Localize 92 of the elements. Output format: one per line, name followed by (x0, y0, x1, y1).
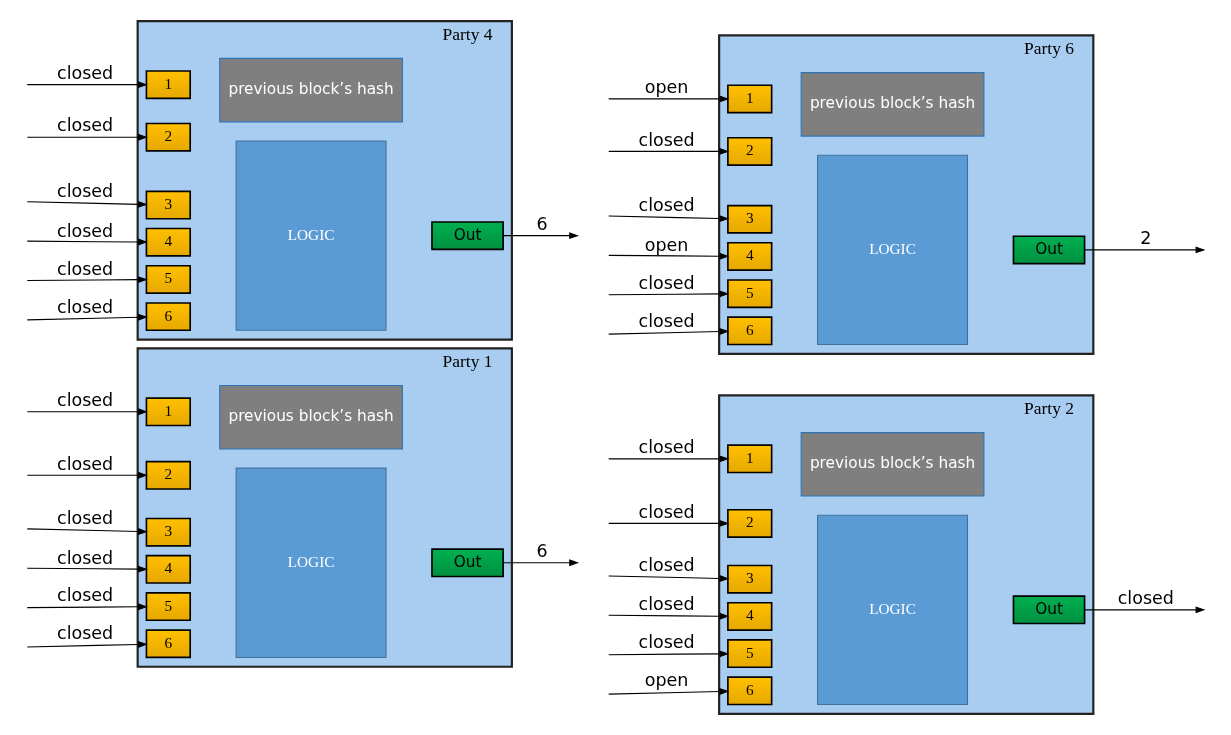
node-box: 6 (727, 316, 773, 346)
node-box: 5 (727, 639, 773, 669)
node-box: Out (1012, 235, 1086, 265)
node-box: previous block’s hash (800, 72, 985, 137)
edge-label: closed (638, 311, 695, 332)
node-box: 2 (727, 508, 773, 538)
edge-label: closed (57, 181, 114, 202)
arrow (26, 200, 148, 208)
node-box: LOGIC (235, 467, 387, 658)
edge-label: closed (638, 437, 695, 458)
edge-label: closed (57, 258, 114, 279)
node-box: 6 (145, 629, 191, 659)
node-box: previous block’s hash (219, 385, 403, 450)
arrow (608, 290, 730, 298)
node-box: LOGIC (235, 140, 387, 331)
edge-label: closed (57, 584, 114, 605)
arrow (26, 603, 148, 611)
node-box: 3 (727, 204, 773, 234)
node-box: 2 (727, 136, 773, 166)
node-box: 4 (727, 241, 773, 271)
arrow (608, 612, 730, 620)
node-box: Out (1012, 595, 1086, 625)
node-box: 5 (145, 592, 191, 622)
arrow (26, 408, 148, 416)
node-box: 1 (145, 397, 191, 427)
arrow (26, 528, 148, 535)
node-box: 2 (145, 460, 191, 490)
edge-label: closed (638, 593, 695, 614)
node-box: Out (431, 221, 504, 251)
edge-label: closed (638, 195, 695, 216)
edge-label: 6 (536, 213, 548, 234)
edge-label: 6 (536, 541, 548, 562)
node-box: 3 (727, 564, 773, 594)
arrow (1084, 606, 1206, 614)
edge-label: closed (638, 129, 695, 150)
arrow (608, 688, 730, 695)
node-box: 3 (145, 517, 191, 547)
edge-label: closed (57, 547, 114, 568)
edge-label: closed (57, 62, 114, 83)
edge-label: 2 (1140, 228, 1152, 249)
edge-label: closed (57, 220, 114, 241)
arrow (26, 276, 148, 284)
edge-label: open (644, 670, 689, 691)
arrow (26, 565, 148, 573)
edge-label: closed (57, 297, 114, 318)
node-box: LOGIC (817, 154, 969, 346)
arrow (608, 519, 730, 527)
edge-label: closed (57, 115, 114, 136)
arrow (26, 133, 148, 141)
node-box: 2 (145, 122, 191, 152)
edge-label: closed (57, 453, 114, 474)
edge-label: closed (57, 390, 114, 411)
arrow (608, 215, 730, 222)
node-box: LOGIC (817, 514, 969, 706)
edge-label: open (644, 234, 689, 255)
edge-label: open (644, 77, 689, 98)
node-box: Out (431, 548, 504, 578)
edge-label: closed (638, 555, 695, 576)
node-box: 4 (145, 227, 191, 257)
arrow (608, 455, 730, 463)
arrow (608, 328, 730, 335)
node-box: 6 (145, 302, 191, 332)
node-box: 5 (727, 279, 773, 309)
node-box: 5 (145, 264, 191, 294)
edge-label: closed (1117, 588, 1174, 609)
arrow (608, 650, 730, 658)
node-box: 1 (727, 84, 773, 114)
node-box: previous block’s hash (219, 57, 403, 123)
arrow (26, 313, 148, 321)
arrow (608, 147, 730, 155)
edge-label: closed (57, 623, 114, 644)
edge-label: closed (57, 508, 114, 529)
node-box: 6 (727, 676, 773, 706)
arrow (1084, 246, 1206, 254)
arrow (26, 641, 148, 648)
edge-label: closed (638, 631, 695, 652)
node-box: 3 (145, 190, 191, 220)
arrow (26, 238, 148, 246)
arrow (608, 575, 730, 582)
edge-label: closed (638, 273, 695, 294)
node-box: 1 (727, 444, 773, 474)
node-box: 4 (727, 601, 773, 631)
node-box: 4 (145, 554, 191, 584)
arrow (502, 559, 580, 567)
edge-label: closed (638, 501, 695, 522)
arrow (608, 252, 730, 260)
arrow (502, 232, 580, 240)
arrow (608, 95, 730, 103)
arrow (26, 81, 148, 89)
node-box: 1 (145, 70, 191, 100)
arrow (26, 471, 148, 479)
node-box: previous block’s hash (800, 432, 985, 497)
